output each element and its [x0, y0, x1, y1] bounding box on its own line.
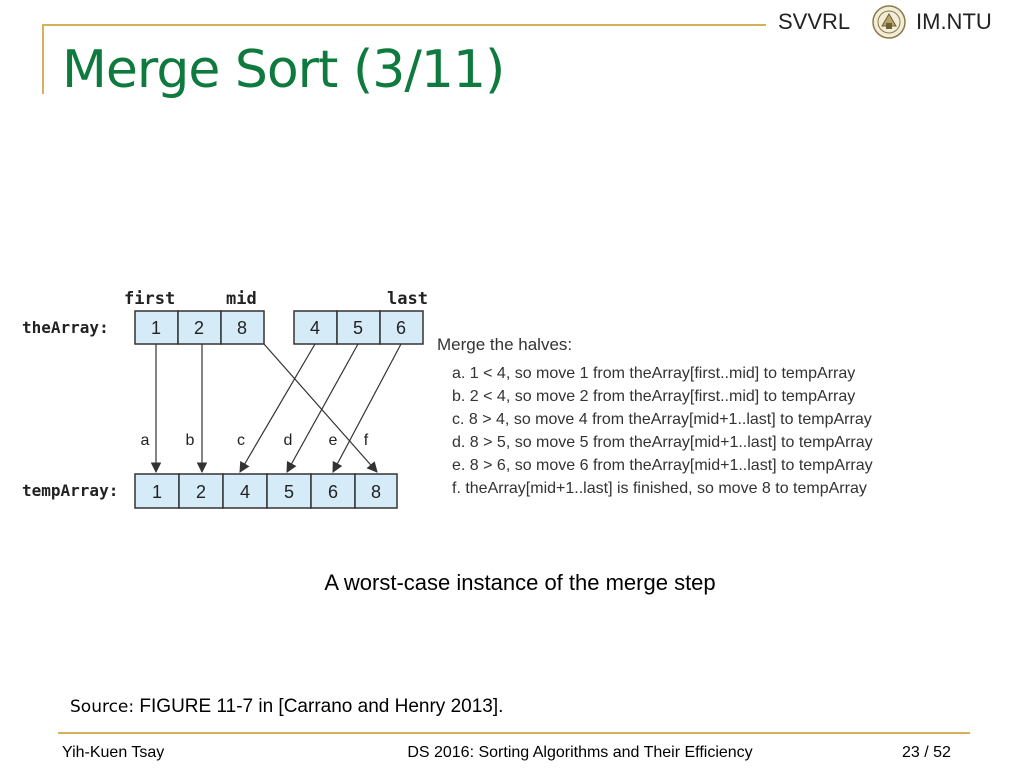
slide-title: Merge Sort (3/11) [62, 40, 505, 100]
lab-name: SVVRL [778, 9, 851, 34]
the-array-value: 6 [396, 318, 406, 338]
page-number: 23 / 52 [902, 744, 951, 761]
arrow-d [286, 343, 359, 473]
the-array-value: 5 [353, 318, 363, 338]
source-label: Source: [70, 697, 135, 717]
temp-array-value: 1 [152, 482, 162, 502]
the-array-cell [336, 310, 381, 345]
the-array-cell [220, 310, 265, 345]
the-array-value: 1 [151, 318, 161, 338]
temp-array-value: 6 [328, 482, 338, 502]
temp-array-value: 8 [371, 482, 381, 502]
merge-step: b. 2 < 4, so move 2 from theArray[first.… [452, 388, 855, 405]
arrow-letter: a [141, 432, 150, 449]
temp-array-value: 4 [240, 482, 250, 502]
temp-array-cell [222, 473, 268, 509]
last-label: last [387, 289, 428, 309]
arrow-letter: e [329, 432, 338, 449]
temp-array-value: 2 [196, 482, 206, 502]
merge-step: e. 8 > 6, so move 6 from theArray[mid+1.… [452, 457, 873, 474]
merge-heading: Merge the halves: [437, 335, 572, 354]
temp-array-cell [354, 473, 398, 509]
the-array-cell [177, 310, 222, 345]
temp-array-value: 5 [284, 482, 294, 502]
footer-author: Yih-Kuen Tsay [62, 744, 165, 761]
title-rule [42, 24, 44, 94]
temp-array-cell [266, 473, 312, 509]
arrow-c [239, 343, 316, 473]
footer-rule [58, 732, 970, 734]
arrow-f [263, 343, 378, 473]
arrow-letter: f [364, 432, 369, 449]
source-citation: Source: FIGURE 11-7 in [Carrano and Henr… [70, 696, 503, 718]
the-array-value: 2 [194, 318, 204, 338]
merge-step: a. 1 < 4, so move 1 from theArray[first.… [452, 365, 855, 382]
footer-course: DS 2016: Sorting Algorithms and Their Ef… [407, 744, 753, 761]
arrow-e [332, 343, 402, 473]
the-array-value: 4 [310, 318, 320, 338]
university-seal-icon [872, 5, 906, 39]
temp-array-cell [178, 473, 224, 509]
first-label: first [124, 289, 175, 309]
source-text: FIGURE 11-7 in [Carrano and Henry 2013]. [139, 696, 504, 717]
the-array-value: 8 [237, 318, 247, 338]
arrow-letter: b [186, 432, 195, 449]
merge-step: f. theArray[mid+1..last] is finished, so… [452, 480, 867, 497]
the-array-cell [293, 310, 338, 345]
the-array-cell [379, 310, 424, 345]
the-array-cell [134, 310, 179, 345]
figure-caption: A worst-case instance of the merge step [324, 570, 716, 595]
mid-label: mid [226, 289, 257, 309]
org-name: IM.NTU [916, 9, 992, 34]
temp-array-label: tempArray: [22, 481, 118, 500]
merge-step: c. 8 > 4, so move 4 from theArray[mid+1.… [452, 411, 872, 428]
arrow-letter: c [237, 432, 245, 449]
arrow-letter: d [284, 432, 293, 449]
merge-step: d. 8 > 5, so move 5 from theArray[mid+1.… [452, 434, 873, 451]
the-array-label: theArray: [22, 318, 109, 337]
header-rule [42, 24, 766, 26]
